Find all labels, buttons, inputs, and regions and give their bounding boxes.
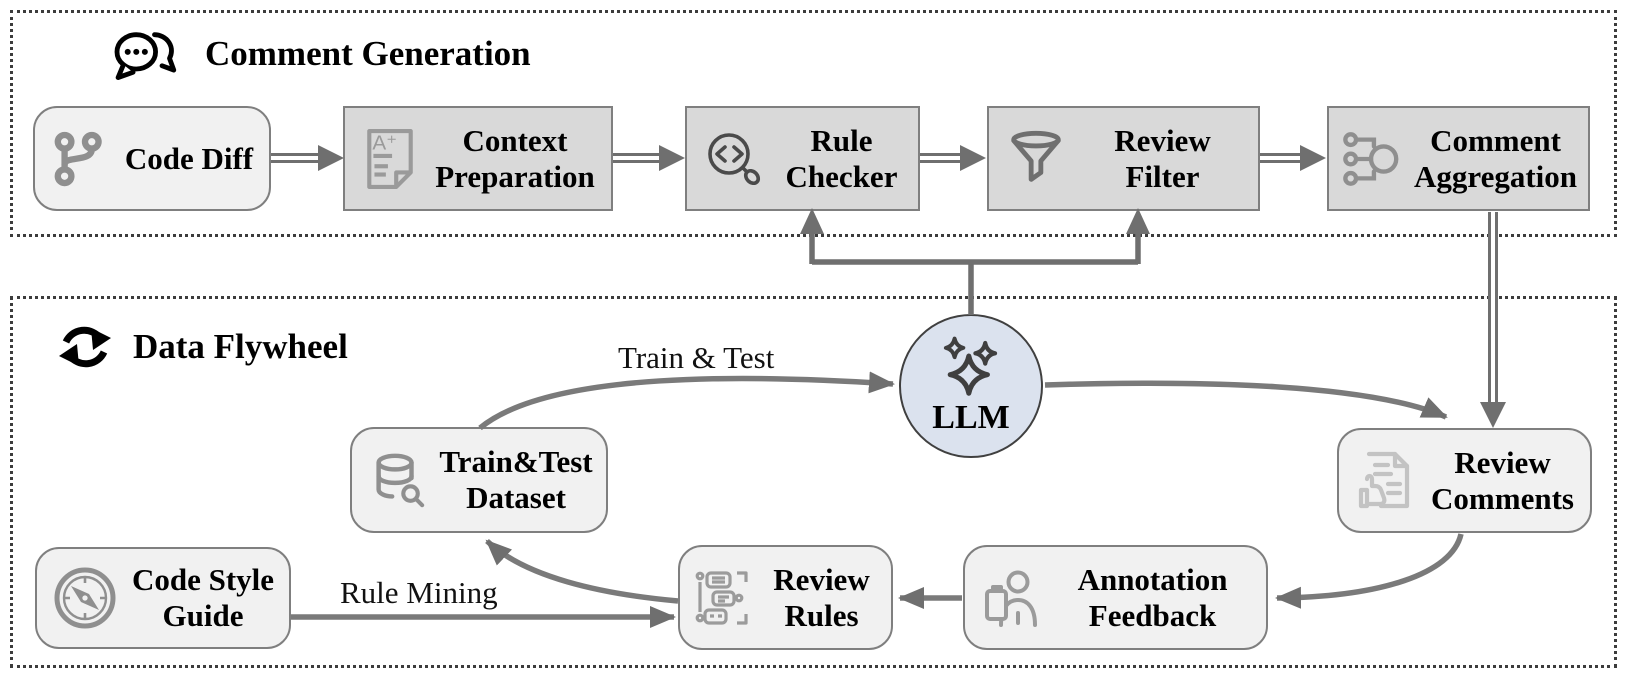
node-annotation-feedback: Annotation Feedback	[963, 545, 1268, 650]
git-branch-icon	[51, 126, 109, 192]
chat-bubbles-icon	[103, 24, 191, 84]
node-label: Code Style Guide	[131, 562, 275, 633]
node-llm: LLM	[899, 314, 1043, 458]
compass-icon	[53, 566, 117, 630]
sparkles-icon	[936, 334, 1006, 400]
funnel-icon	[1005, 128, 1067, 190]
node-review-filter: Review Filter	[987, 106, 1260, 211]
node-label: Train&Test Dataset	[439, 444, 593, 515]
person-clipboard-icon	[981, 566, 1039, 630]
node-label: Review Filter	[1114, 122, 1211, 194]
data-flywheel-header: Data Flywheel	[53, 314, 348, 380]
node-label: Annotation Feedback	[1077, 561, 1228, 633]
data-flywheel-section-frame	[10, 296, 1617, 668]
node-label: Review Rules	[773, 561, 870, 633]
comment-generation-header: Comment Generation	[103, 22, 531, 86]
node-context-preparation: A⁺ Context Preparation	[343, 106, 613, 211]
node-rule-checker: Rule Checker	[685, 106, 920, 211]
code-magnifier-icon	[703, 128, 765, 190]
node-review-comments: Review Comments	[1337, 428, 1592, 533]
node-label: Rule Checker	[785, 122, 898, 194]
section-title: Data Flywheel	[133, 327, 348, 366]
merge-nodes-icon	[1341, 126, 1403, 192]
rule-list-icon	[692, 565, 752, 631]
node-code-style-guide: Code Style Guide	[35, 547, 291, 649]
node-comment-aggregation: Comment Aggregation	[1327, 106, 1590, 211]
node-label: LLM	[932, 399, 1010, 437]
document-thumbs-up-icon	[1355, 448, 1415, 514]
edge-label-train-test: Train & Test	[618, 340, 775, 375]
node-review-rules: Review Rules	[678, 545, 893, 650]
database-search-icon	[368, 448, 426, 512]
node-code-diff: Code Diff	[33, 106, 271, 211]
node-label: Review Comments	[1431, 444, 1574, 516]
node-train-test-dataset: Train&Test Dataset	[350, 427, 608, 533]
document-a-plus-icon: A⁺	[361, 124, 419, 194]
node-label: Context Preparation	[435, 122, 595, 194]
section-title: Comment Generation	[205, 34, 531, 73]
node-label: Comment Aggregation	[1413, 122, 1578, 194]
node-label: Code Diff	[124, 140, 254, 176]
edge-label-rule-mining: Rule Mining	[340, 575, 498, 610]
cycle-arrows-icon	[53, 315, 117, 379]
svg-text:A⁺: A⁺	[372, 131, 397, 154]
